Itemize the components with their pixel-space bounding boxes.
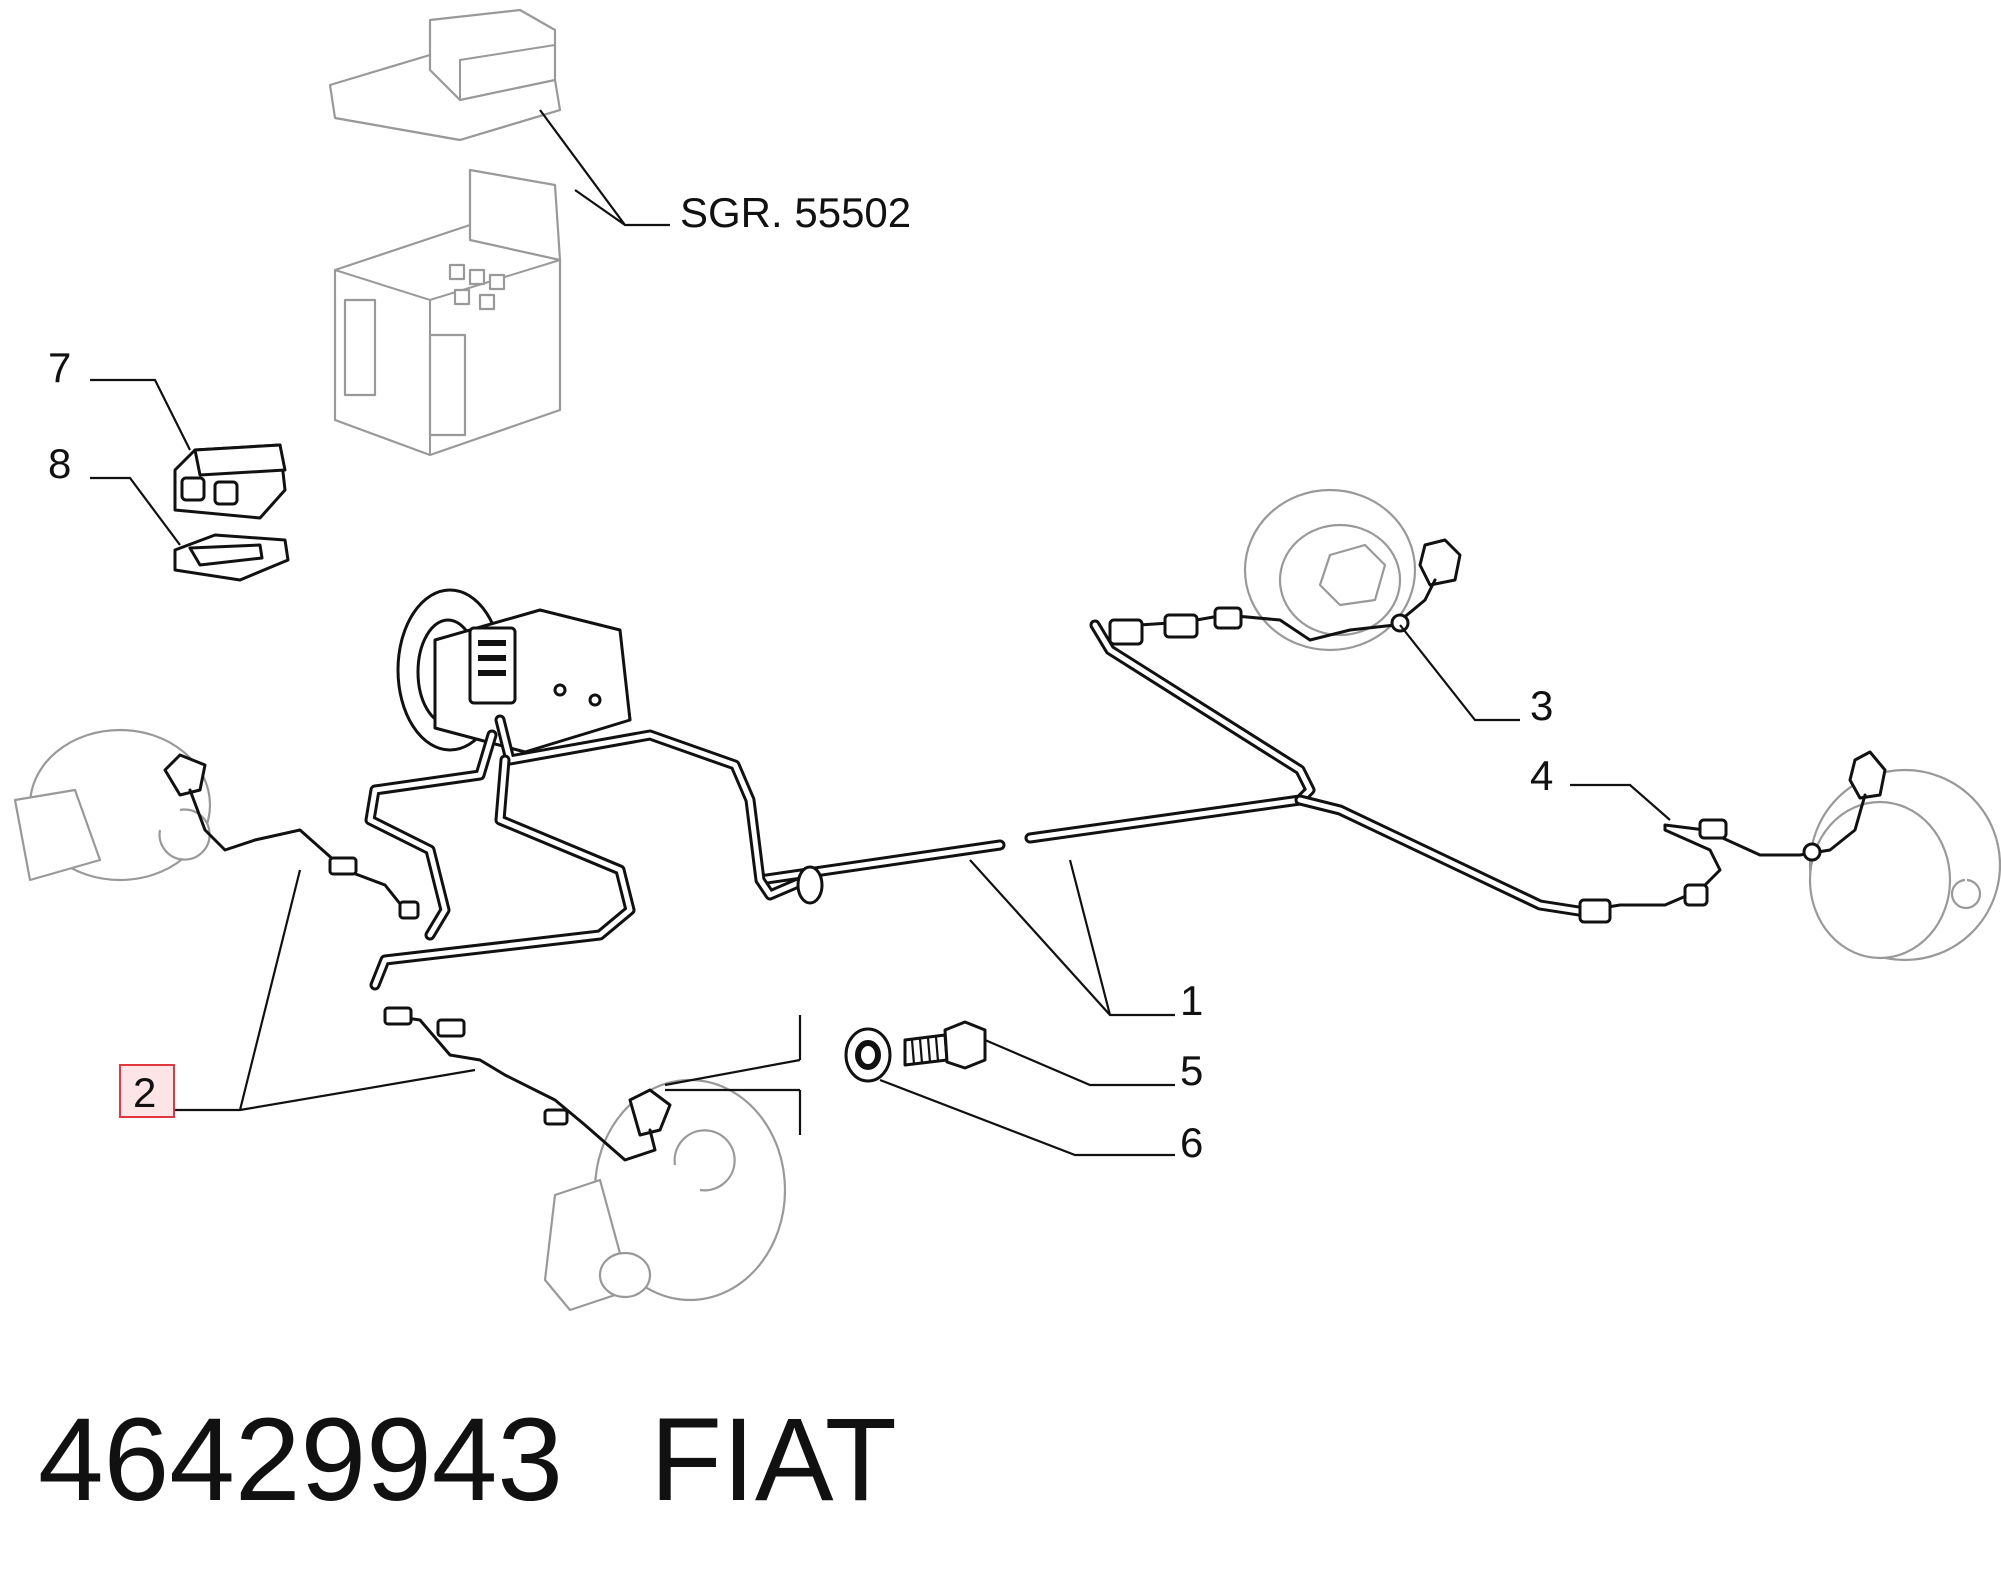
label-7[interactable]: 7 [48, 344, 71, 391]
label-8[interactable]: 8 [48, 440, 71, 487]
washer-part-6 [844, 1027, 892, 1083]
label-2-highlight [119, 1064, 175, 1118]
leader-6 [879, 1078, 1175, 1157]
leader-4 [1570, 783, 1671, 821]
leader-8 [90, 476, 181, 546]
rear-right-brake [1108, 488, 1462, 652]
leader-1 [969, 859, 1175, 1017]
part-number: 46429943 [38, 1394, 563, 1526]
relay-part-7 [173, 443, 287, 520]
bolt-part-5 [903, 1020, 987, 1070]
leader-7 [90, 378, 191, 451]
harness-main-pipes [364, 619, 1591, 991]
relay-box-drawing [328, 8, 562, 457]
fuse-part-8 [173, 533, 290, 582]
label-5[interactable]: 5 [1180, 1047, 1203, 1094]
label-2[interactable]: 2 [133, 1069, 156, 1116]
label-6[interactable]: 6 [1180, 1119, 1203, 1166]
cross-ref-leader [539, 109, 670, 227]
front-left-brake [13, 728, 420, 920]
rear-left-brake [1578, 750, 2001, 962]
leader-3 [1399, 624, 1520, 722]
leader-2-bracket [664, 1015, 802, 1135]
label-3[interactable]: 3 [1530, 682, 1553, 729]
label-4[interactable]: 4 [1530, 752, 1553, 799]
leader-2 [170, 869, 476, 1112]
label-1[interactable]: 1 [1180, 977, 1203, 1024]
lower-front-brake [383, 1006, 787, 1312]
leader-5 [984, 1038, 1175, 1087]
abs-unit-drawing [396, 588, 632, 754]
cross-reference-label[interactable]: SGR. 55502 [680, 189, 911, 236]
brand-name: FIAT [650, 1394, 897, 1526]
